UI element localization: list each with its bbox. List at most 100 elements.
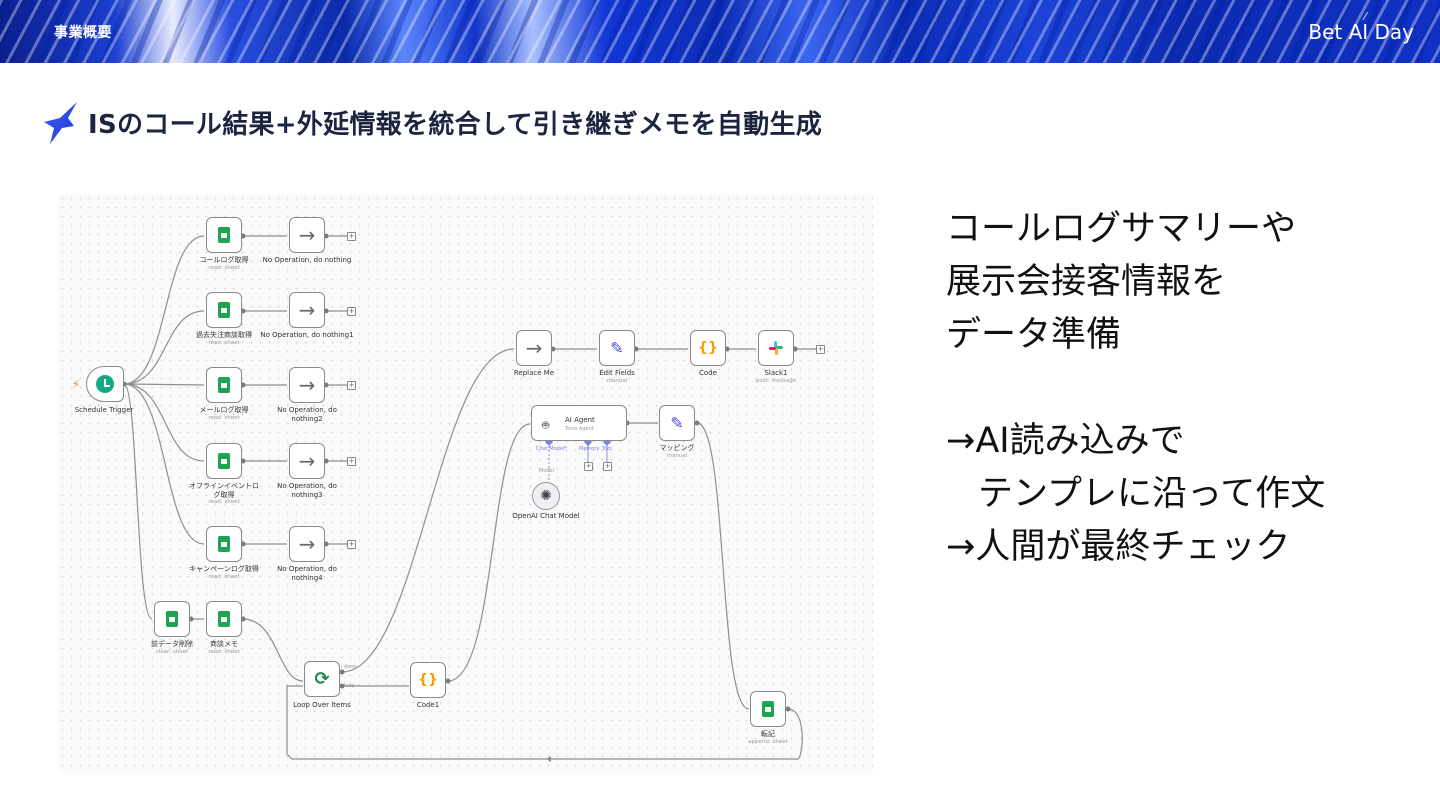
desc-line-2: 展示会接客情報を [946, 262, 1227, 302]
add-node-button[interactable]: + [347, 381, 356, 390]
offline-event-sub: read: sheet [208, 499, 240, 505]
desc-line-6: →人間が最終チェック [946, 527, 1291, 567]
tool-port: Tool [602, 446, 612, 452]
loop-done-port: done [344, 664, 357, 670]
transcribe-sub: append: sheet [748, 739, 788, 745]
past-order-label: 過去失注商談取得 [196, 331, 252, 339]
noop4-node[interactable]: → [289, 526, 325, 562]
section-label: 事業概要 [54, 25, 112, 41]
delete-prev-node[interactable] [154, 601, 190, 637]
star-icon [44, 102, 77, 144]
google-sheets-icon [166, 611, 178, 627]
desc-line-4: →AI読み込みで [946, 421, 1185, 461]
call-log-sub: read: sheet [208, 265, 240, 271]
campaign-log-node[interactable] [206, 526, 242, 562]
slack-sub: post: message [755, 378, 797, 384]
loop-node[interactable]: ⟳ [304, 661, 340, 697]
loop-label: Loop Over Items [293, 701, 351, 709]
schedule-trigger-label: Schedule Trigger [74, 406, 134, 414]
edit-fields-sub: manual [606, 378, 628, 384]
ai-agent-label: AI Agent [565, 416, 595, 424]
chat-model-port: Chat Model* [536, 446, 567, 452]
slack-node[interactable] [758, 330, 794, 366]
noop-node[interactable]: → [289, 217, 325, 253]
google-sheets-icon [218, 611, 230, 627]
edit-fields-node[interactable]: ✎ [599, 330, 635, 366]
noop2-label: No Operation, do nothing2 [277, 406, 337, 423]
code1-node[interactable]: {} [410, 662, 446, 698]
arrow-right-icon: → [298, 373, 316, 397]
desc-line-1: コールログサマリーや [946, 209, 1297, 249]
brand-logo: Bet AI Day⁄ [1308, 10, 1414, 44]
noop3-node[interactable]: → [289, 443, 325, 479]
past-order-node[interactable] [206, 292, 242, 328]
arrow-right-icon: → [298, 532, 316, 556]
schedule-trigger-node[interactable] [86, 366, 124, 402]
openai-icon: ✺ [540, 488, 552, 504]
replace-me-label: Replace Me [513, 369, 555, 377]
add-node-button[interactable]: + [347, 307, 356, 316]
openai-node[interactable]: ✺ [532, 482, 560, 510]
google-sheets-icon [762, 701, 774, 717]
call-log-node[interactable] [206, 217, 242, 253]
mapping-label: マッピング [659, 444, 695, 452]
ai-agent-node[interactable]: 🤖︎ AI Agent Tools Agent [531, 405, 627, 441]
past-order-sub: read: sheet [208, 340, 240, 346]
mapping-sub: manual [666, 453, 688, 459]
google-sheets-icon [218, 227, 230, 243]
noop1-label: No Operation, do nothing1 [260, 331, 354, 339]
edit-fields-label: Edit Fields [599, 369, 635, 377]
code-braces-icon: {} [418, 672, 438, 688]
transcribe-node[interactable] [750, 691, 786, 727]
model-port-label: Model [539, 468, 555, 474]
desc-line-5: テンプレに沿って作文 [978, 474, 1326, 514]
pencil-icon: ✎ [670, 413, 684, 433]
delete-prev-label: 前データ削除 [151, 640, 193, 648]
offline-event-label: オフラインイベントログ取得 [189, 482, 259, 499]
memory-port: Memory [579, 446, 600, 452]
add-node-button[interactable]: + [347, 232, 356, 241]
noop4-label: No Operation, do nothing4 [277, 565, 337, 582]
header-banner [0, 0, 1440, 63]
mapping-node[interactable]: ✎ [659, 405, 695, 441]
add-node-button[interactable]: + [816, 345, 825, 354]
clock-icon [96, 375, 114, 393]
google-sheets-icon [218, 453, 230, 469]
google-sheets-icon [218, 302, 230, 318]
openai-label: OpenAI Chat Model [512, 512, 580, 520]
refresh-icon: ⟳ [314, 668, 330, 690]
sparkle-icon: ⁄ [1364, 10, 1367, 23]
noop-label: No Operation, do nothing [262, 256, 352, 264]
add-node-button[interactable]: + [347, 540, 356, 549]
mail-log-node[interactable] [206, 367, 242, 403]
offline-event-node[interactable] [206, 443, 242, 479]
slack-label: Slack1 [764, 369, 788, 377]
replace-me-node[interactable]: → [516, 330, 552, 366]
transcribe-label: 転記 [761, 730, 775, 738]
lightning-icon: ⚡ [72, 378, 80, 391]
noop1-node[interactable]: → [289, 292, 325, 328]
add-tool-button[interactable]: + [603, 462, 612, 471]
code-label: Code [699, 369, 717, 377]
code-node[interactable]: {} [690, 330, 726, 366]
google-sheets-icon [218, 536, 230, 552]
add-memory-button[interactable]: + [584, 462, 593, 471]
desc-line-3: データ準備 [946, 315, 1122, 355]
campaign-log-sub: read: sheet [208, 574, 240, 580]
pencil-icon: ✎ [610, 338, 624, 358]
arrow-right-icon: → [298, 449, 316, 473]
call-log-label: コールログ取得 [199, 256, 249, 264]
page-title: ISのコール結果+外延情報を統合して引き継ぎメモを自動生成 [88, 110, 823, 140]
add-node-button[interactable]: + [347, 457, 356, 466]
brand-text: Bet AI Day [1308, 20, 1414, 44]
connections [121, 233, 816, 762]
noop2-node[interactable]: → [289, 367, 325, 403]
mail-log-sub: read: sheet [208, 415, 240, 421]
workflow-canvas[interactable]: ⚡ Schedule Trigger コールログ取得 read: sheet 過… [58, 194, 873, 772]
noop3-label: No Operation, do nothing3 [277, 482, 337, 499]
deal-memo-label: 商談メモ [210, 640, 238, 648]
robot-icon: 🤖︎ [542, 418, 550, 432]
deal-memo-node[interactable] [206, 601, 242, 637]
google-sheets-icon [218, 377, 230, 393]
ai-agent-sub: Tools Agent [565, 426, 594, 432]
